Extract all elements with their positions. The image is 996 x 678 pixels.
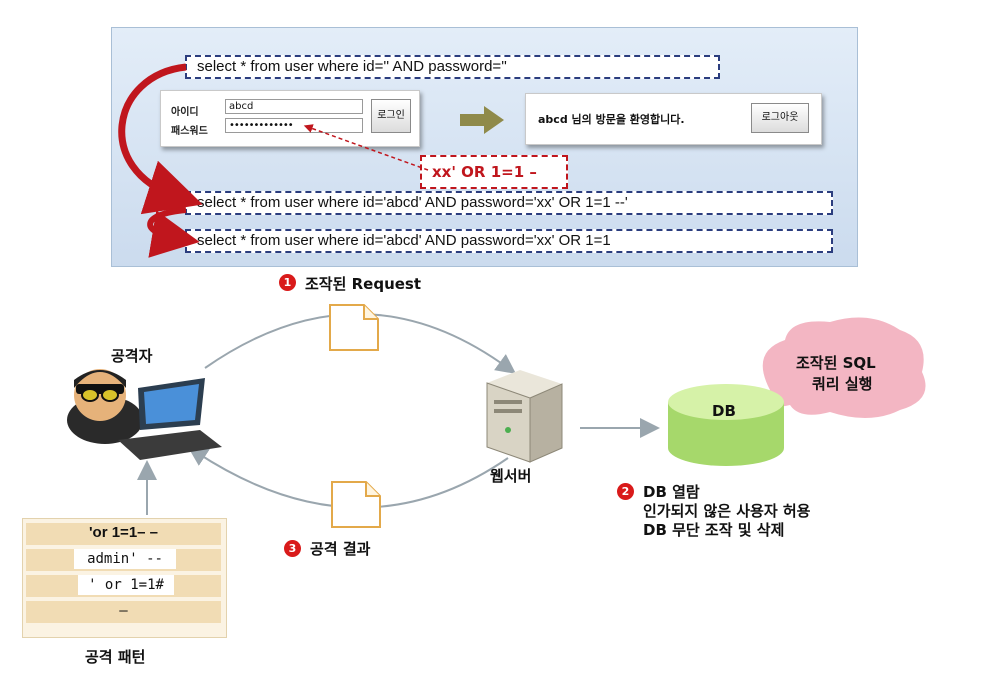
logout-button[interactable]: 로그아웃 <box>751 103 809 133</box>
pattern-title: 공격 패턴 <box>85 648 146 666</box>
attacker-label: 공격자 <box>111 347 153 365</box>
webserver-label: 웹서버 <box>490 467 532 485</box>
sql-result-query: select * from user where id='abcd' AND p… <box>185 229 833 253</box>
step2-badge: 2 <box>617 483 634 500</box>
attacker-icon <box>67 369 143 444</box>
step1-label: 조작된 Request <box>305 275 422 293</box>
query-flow-arrow-2 <box>147 207 200 258</box>
password-input[interactable]: ••••••••••••• <box>225 118 363 133</box>
cloud-text-line1: 조작된 SQL <box>796 354 876 372</box>
pattern-row: ' or 1=1# <box>26 575 221 597</box>
login-form: 아이디 abcd 패스워드 ••••••••••••• 로그인 <box>160 90 420 147</box>
welcome-card: abcd 님의 방문을 환영합니다. 로그아웃 <box>525 93 822 145</box>
step2-line1: DB 열람 <box>643 483 700 501</box>
pattern-text: 'or 1=1– – <box>88 524 159 541</box>
id-input[interactable]: abcd <box>225 99 363 114</box>
pattern-row: 'or 1=1– – <box>26 523 221 545</box>
step2-line3: DB 무단 조작 및 삭제 <box>643 521 785 539</box>
request-document-icon <box>329 304 379 351</box>
login-button[interactable]: 로그인 <box>371 99 411 133</box>
pattern-text: admin' -- <box>74 549 176 569</box>
welcome-message: abcd 님의 방문을 환영합니다. <box>538 113 685 126</box>
password-label: 패스워드 <box>171 126 208 137</box>
right-arrow-icon <box>460 106 504 134</box>
pattern-row: – <box>26 601 221 623</box>
result-document-icon <box>331 481 381 528</box>
web-server-icon <box>486 370 563 463</box>
cloud-text-line2: 쿼리 실행 <box>812 375 873 393</box>
step1-badge: 1 <box>279 274 296 291</box>
id-label: 아이디 <box>171 107 199 118</box>
database-icon <box>668 384 784 466</box>
step2-line2: 인가되지 않은 사용자 허용 <box>643 502 811 520</box>
injection-payload: xx' OR 1=1 – <box>420 155 568 189</box>
query-flow-arrow <box>118 63 203 215</box>
laptop-icon <box>118 378 222 460</box>
injection-dashed-arrow <box>303 124 429 171</box>
sql-original-query: select * from user where id='' AND passw… <box>185 55 720 79</box>
pattern-text: ' or 1=1# <box>78 575 174 595</box>
db-label: DB <box>712 402 736 420</box>
step3-label: 공격 결과 <box>310 540 371 558</box>
pattern-text: – <box>119 603 128 619</box>
sql-injected-query: select * from user where id='abcd' AND p… <box>185 191 833 215</box>
pattern-row: admin' -- <box>26 549 221 571</box>
step3-badge: 3 <box>284 540 301 557</box>
